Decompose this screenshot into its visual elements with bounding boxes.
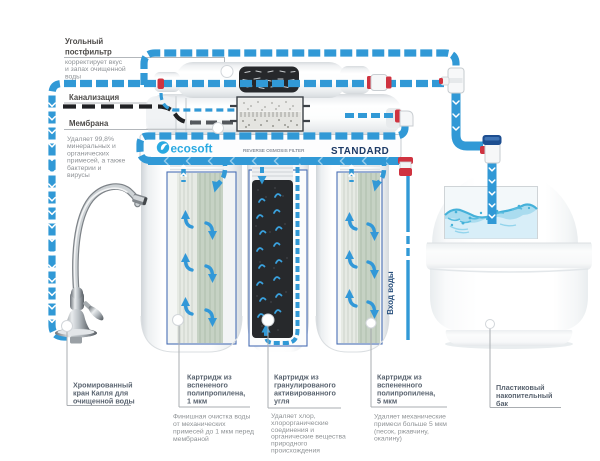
svg-text:очищенной воды: очищенной воды bbox=[73, 397, 135, 406]
svg-text:REVERSE OSMOSIS FILTER: REVERSE OSMOSIS FILTER bbox=[243, 148, 305, 153]
svg-text:вирусы: вирусы bbox=[67, 172, 90, 179]
svg-text:STANDARD: STANDARD bbox=[331, 146, 389, 157]
svg-text:ecosoft: ecosoft bbox=[171, 141, 213, 155]
svg-text:соединения и: соединения и bbox=[271, 427, 314, 434]
svg-text:происхождения: происхождения bbox=[271, 448, 320, 455]
svg-text:Мембрана: Мембрана bbox=[69, 119, 109, 128]
svg-text:корректирует вкус: корректирует вкус bbox=[65, 59, 123, 66]
svg-text:вспененного: вспененного bbox=[377, 381, 423, 390]
svg-text:минеральных и: минеральных и bbox=[67, 143, 116, 150]
svg-text:полипропилена,: полипропилена, bbox=[377, 389, 435, 398]
svg-text:природного: природного bbox=[271, 441, 307, 448]
svg-text:Хромированный: Хромированный bbox=[73, 381, 133, 390]
svg-text:Удаляет хлор,: Удаляет хлор, bbox=[271, 413, 316, 420]
svg-text:хлорорганические: хлорорганические bbox=[271, 420, 329, 427]
svg-text:1 мкм: 1 мкм bbox=[187, 397, 207, 406]
svg-text:Вход воды: Вход воды bbox=[386, 271, 395, 315]
svg-text:полипропилена,: полипропилена, bbox=[187, 389, 245, 398]
svg-text:примеси больше 5 мкм: примеси больше 5 мкм bbox=[374, 420, 447, 428]
svg-text:постфильтр: постфильтр bbox=[65, 48, 112, 57]
svg-text:бак: бак bbox=[496, 399, 508, 408]
svg-text:Удаляет 99,8%: Удаляет 99,8% bbox=[67, 136, 114, 143]
svg-text:от механических: от механических bbox=[173, 421, 226, 428]
svg-text:5 мкм: 5 мкм bbox=[377, 397, 397, 406]
svg-text:органические вещества: органические вещества bbox=[271, 434, 346, 441]
svg-text:активированного: активированного bbox=[274, 389, 336, 398]
svg-text:примесей до 1 мкм перед: примесей до 1 мкм перед bbox=[173, 428, 254, 436]
svg-text:Финишная очистка воды: Финишная очистка воды bbox=[173, 414, 250, 421]
svg-text:кран Капля для: кран Капля для bbox=[73, 389, 128, 398]
svg-text:примесей, а также: примесей, а также bbox=[67, 157, 125, 165]
svg-text:и запах очищенной: и запах очищенной bbox=[65, 65, 126, 73]
svg-text:Канализация: Канализация bbox=[69, 93, 119, 102]
svg-text:гранулированого: гранулированого bbox=[274, 381, 336, 390]
svg-text:мембраной: мембраной bbox=[173, 435, 209, 443]
svg-text:Пластиковый: Пластиковый bbox=[496, 383, 545, 392]
svg-text:окалину): окалину) bbox=[374, 436, 402, 443]
svg-text:(песок, ржавчину,: (песок, ржавчину, bbox=[374, 428, 429, 435]
svg-text:угля: угля bbox=[274, 397, 290, 406]
svg-text:Картридж из: Картридж из bbox=[187, 373, 232, 382]
svg-text:Удаляет механические: Удаляет механические bbox=[374, 414, 446, 421]
svg-text:Картридж из: Картридж из bbox=[377, 373, 422, 382]
svg-text:Картридж из: Картридж из bbox=[274, 373, 319, 382]
svg-text:воды: воды bbox=[65, 73, 81, 80]
svg-text:органических: органических bbox=[67, 150, 110, 157]
svg-text:Угольный: Угольный bbox=[65, 37, 103, 46]
svg-text:вспененого: вспененого bbox=[187, 381, 229, 390]
svg-text:бактерии и: бактерии и bbox=[67, 164, 102, 172]
svg-text:накопительный: накопительный bbox=[496, 391, 552, 400]
